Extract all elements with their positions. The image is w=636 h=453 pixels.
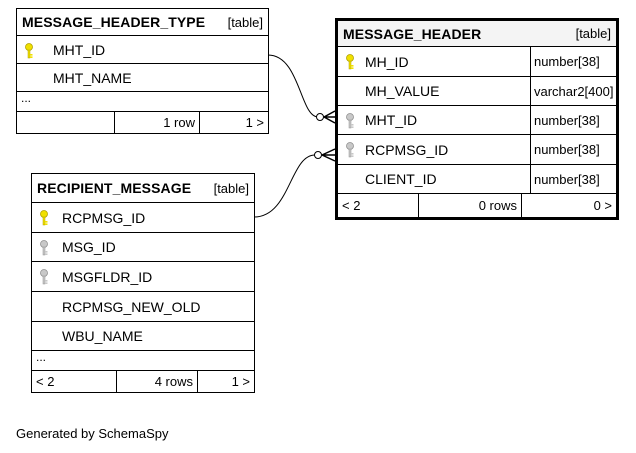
fk-crowfoot-rcpmsg-id: [321, 148, 336, 162]
row-count: 4 rows: [116, 371, 197, 392]
column-name-cell: MHT_ID: [338, 106, 530, 134]
fk-crowfoot-mht-id: [323, 110, 336, 124]
primary-key-icon: [25, 43, 33, 59]
column-row[interactable]: MH_VALUE varchar2[400]: [338, 77, 616, 106]
parents-count[interactable]: < 2: [36, 374, 55, 389]
generated-by-credit: Generated by SchemaSpy: [16, 426, 169, 441]
fk-line-mht-id: [267, 54, 319, 118]
column-name-cell: RCPMSG_ID: [338, 135, 530, 164]
column-name: MHT_NAME: [53, 69, 132, 86]
row-count: 0 rows: [418, 194, 521, 217]
foreign-key-icon: [346, 113, 354, 129]
foreign-key-icon: [40, 269, 48, 285]
column-row[interactable]: RCPMSG_NEW_OLD: [32, 292, 254, 322]
column-name: MSG_ID: [62, 239, 116, 255]
parents-count[interactable]: [17, 112, 114, 133]
column-row[interactable]: MHT_ID number[38]: [338, 106, 616, 135]
more-columns-ellipsis: ...: [32, 351, 254, 371]
table-name: MESSAGE_HEADER_TYPE: [22, 14, 206, 30]
column-name: MH_ID: [365, 53, 409, 70]
column-name: RCPMSG_ID: [62, 209, 146, 226]
table-kind: [table]: [227, 14, 263, 30]
column-name: RCPMSG_NEW_OLD: [62, 298, 201, 315]
fk-circle-rcpmsg-id: [314, 151, 322, 159]
column-name-cell: MHT_ID: [17, 36, 268, 63]
column-row[interactable]: MHT_NAME: [17, 64, 268, 92]
children-count[interactable]: 1 >: [199, 112, 268, 133]
table-header: RECIPIENT_MESSAGE [table]: [32, 174, 254, 203]
table-kind: [table]: [575, 26, 611, 41]
column-name-cell: MHT_NAME: [17, 64, 268, 91]
parents-count[interactable]: < 2: [342, 198, 361, 213]
row-count: 1 row: [114, 112, 199, 133]
table-header: MESSAGE_HEADER [table]: [338, 21, 616, 47]
children-count[interactable]: 1 >: [197, 371, 254, 392]
column-row[interactable]: CLIENT_ID number[38]: [338, 165, 616, 194]
foreign-key-icon: [346, 142, 354, 158]
table-header: MESSAGE_HEADER_TYPE [table]: [17, 9, 268, 36]
column-type: number[38]: [529, 47, 616, 76]
column-type: varchar2[400]: [529, 77, 616, 105]
primary-key-icon: [346, 54, 354, 70]
children-count[interactable]: 0 >: [521, 194, 616, 217]
column-row[interactable]: MHT_ID: [17, 36, 268, 64]
primary-key-icon: [40, 210, 48, 226]
column-name: RCPMSG_ID: [365, 141, 449, 158]
fk-line-rcpmsg-id: [253, 154, 316, 218]
column-name-cell: WBU_NAME: [32, 322, 254, 350]
table-footer: < 2 4 rows 1 >: [32, 371, 254, 392]
column-name: MHT_ID: [53, 41, 106, 58]
column-name-cell: RCPMSG_NEW_OLD: [32, 292, 254, 321]
table-footer: < 2 0 rows 0 >: [338, 194, 616, 217]
table-message-header-type[interactable]: MESSAGE_HEADER_TYPE [table] MHT_ID MHT_N…: [16, 8, 269, 134]
more-columns-ellipsis: ...: [17, 92, 268, 112]
column-row[interactable]: MSGFLDR_ID: [32, 262, 254, 292]
column-name-cell: MH_ID: [338, 47, 530, 76]
column-name-cell: RCPMSG_ID: [32, 203, 254, 232]
column-name: CLIENT_ID: [365, 171, 437, 187]
table-footer: 1 row 1 >: [17, 112, 268, 133]
table-recipient-message[interactable]: RECIPIENT_MESSAGE [table] RCPMSG_ID MSG_…: [31, 173, 255, 393]
column-type: number[38]: [529, 135, 616, 164]
table-name: RECIPIENT_MESSAGE: [37, 180, 192, 196]
column-name-cell: CLIENT_ID: [338, 165, 530, 193]
column-name-cell: MH_VALUE: [338, 77, 530, 105]
column-name-cell: MSGFLDR_ID: [32, 262, 254, 291]
foreign-key-icon: [40, 240, 48, 256]
table-kind: [table]: [213, 180, 249, 196]
column-type: number[38]: [529, 165, 616, 193]
column-row[interactable]: RCPMSG_ID: [32, 203, 254, 233]
column-name: MHT_ID: [365, 112, 418, 128]
column-row[interactable]: MH_ID number[38]: [338, 47, 616, 77]
column-row[interactable]: RCPMSG_ID number[38]: [338, 135, 616, 165]
column-name: WBU_NAME: [62, 328, 143, 344]
table-name: MESSAGE_HEADER: [343, 25, 482, 42]
column-name-cell: MSG_ID: [32, 233, 254, 261]
table-message-header[interactable]: MESSAGE_HEADER [table] MH_ID number[38] …: [335, 18, 619, 220]
column-name: MSGFLDR_ID: [62, 268, 153, 285]
column-row[interactable]: MSG_ID: [32, 233, 254, 262]
column-name: MH_VALUE: [365, 83, 440, 99]
column-type: number[38]: [529, 106, 616, 134]
fk-circle-mht-id: [316, 113, 324, 121]
column-row[interactable]: WBU_NAME: [32, 322, 254, 351]
